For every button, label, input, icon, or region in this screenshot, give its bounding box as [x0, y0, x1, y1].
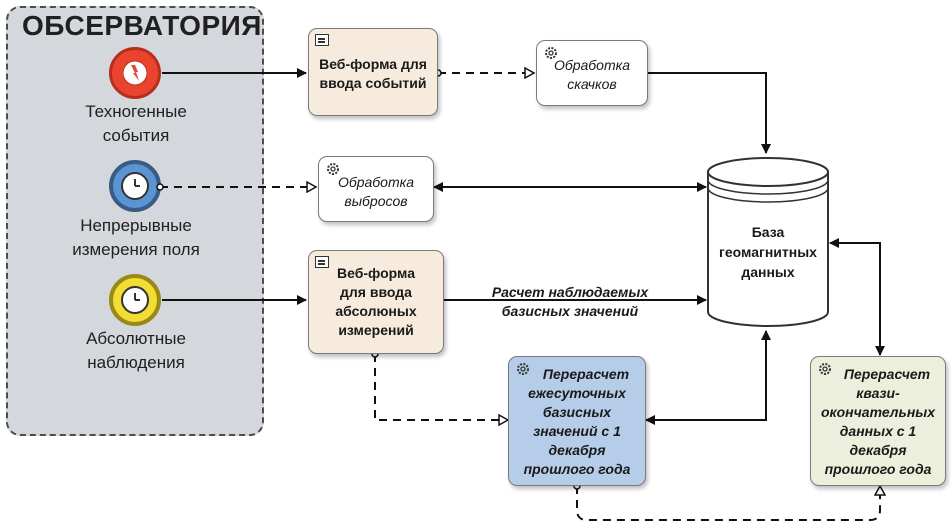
technogenic-events-label-line1: Техногенные: [85, 102, 187, 121]
outlier-processing-line1: Обработка: [337, 174, 415, 190]
continuous-measurements-label: Непрерывные измерения поля: [58, 214, 214, 262]
technogenic-events-label: Техногенные события: [58, 100, 214, 148]
gear-icon: [545, 47, 557, 59]
webform-absolute-box[interactable]: Веб-форма для ввода абсолюных измерений: [308, 250, 444, 354]
quasi-recalc-line1: Перерасчет: [843, 366, 931, 382]
absolute-observations-label: Абсолютные наблюдения: [58, 327, 214, 375]
webform-absolute-line4: измерений: [338, 322, 414, 338]
outlier-processing-line2: выбросов: [344, 193, 408, 209]
webform-absolute-line3: абсолюных: [335, 303, 417, 319]
webform-absolute-line2: для ввода: [340, 284, 412, 300]
lightning-icon: [123, 60, 147, 86]
gear-icon: [327, 163, 339, 175]
webform-events-line2: ввода событий: [319, 75, 427, 91]
edge-webform-to-daily-recalc: [375, 354, 508, 420]
absolute-observations-node[interactable]: [109, 274, 161, 326]
daily-recalc-line2: ежесуточных: [528, 385, 626, 401]
technogenic-events-node[interactable]: [109, 47, 161, 99]
jump-processing-line1: Обработка: [553, 57, 631, 73]
outlier-processing-box[interactable]: Обработка выбросов: [318, 156, 434, 222]
observatory-title: ОБСЕРВАТОРИЯ: [22, 10, 262, 41]
quasi-recalc-line2: квази-: [856, 385, 900, 401]
database-label-line1: База: [751, 224, 785, 240]
calc-flow-label-line2: базисных значений: [501, 303, 639, 319]
gear-icon: [517, 363, 529, 375]
document-icon: [315, 256, 329, 268]
quasi-recalc-line6: прошлого года: [824, 461, 932, 477]
daily-recalc-box[interactable]: Перерасчет ежесуточных базисных значений…: [508, 356, 646, 486]
database-cylinder: [707, 157, 829, 327]
webform-events-box[interactable]: Веб-форма для ввода событий: [308, 28, 438, 116]
quasi-recalc-line4: данных с 1: [839, 423, 917, 439]
edge-jumps-to-database: [648, 72, 771, 154]
daily-recalc-line4: значений с 1: [533, 423, 621, 439]
database-label-line2: геомагнитных: [719, 244, 817, 260]
continuous-measurements-label-line2: измерения поля: [72, 240, 200, 259]
daily-recalc-line1: Перерасчет: [542, 366, 630, 382]
jump-processing-box[interactable]: Обработка скачков: [536, 40, 648, 106]
clock-icon: [121, 172, 149, 200]
technogenic-events-label-line2: события: [102, 126, 170, 145]
database-label: База геомагнитных данных: [708, 222, 828, 282]
continuous-measurements-label-line1: Непрерывные: [80, 216, 192, 235]
jump-processing-line2: скачков: [567, 76, 617, 92]
quasi-recalc-line3: окончательных: [820, 404, 936, 420]
edge-daily-recalc-database: [645, 330, 771, 425]
absolute-observations-label-line1: Абсолютные: [86, 329, 186, 348]
daily-recalc-line3: базисных: [542, 404, 612, 420]
quasi-recalc-box[interactable]: Перерасчет квази- окончательных данных с…: [810, 356, 946, 486]
daily-recalc-line5: декабря: [548, 442, 606, 458]
quasi-recalc-line5: декабря: [849, 442, 907, 458]
edge-database-quasi-recalc: [829, 238, 885, 356]
edge-daily-to-quasi-recalc: [577, 486, 880, 521]
webform-absolute-line1: Веб-форма: [337, 265, 415, 281]
database-label-line3: данных: [741, 264, 795, 280]
absolute-observations-label-line2: наблюдения: [87, 353, 185, 372]
daily-recalc-line6: прошлого года: [523, 461, 631, 477]
document-icon: [315, 34, 329, 46]
gear-icon: [819, 363, 831, 375]
webform-events-line1: Веб-форма для: [319, 56, 427, 72]
clock-icon: [121, 286, 149, 314]
calc-flow-label-line1: Расчет наблюдаемых: [491, 284, 649, 300]
